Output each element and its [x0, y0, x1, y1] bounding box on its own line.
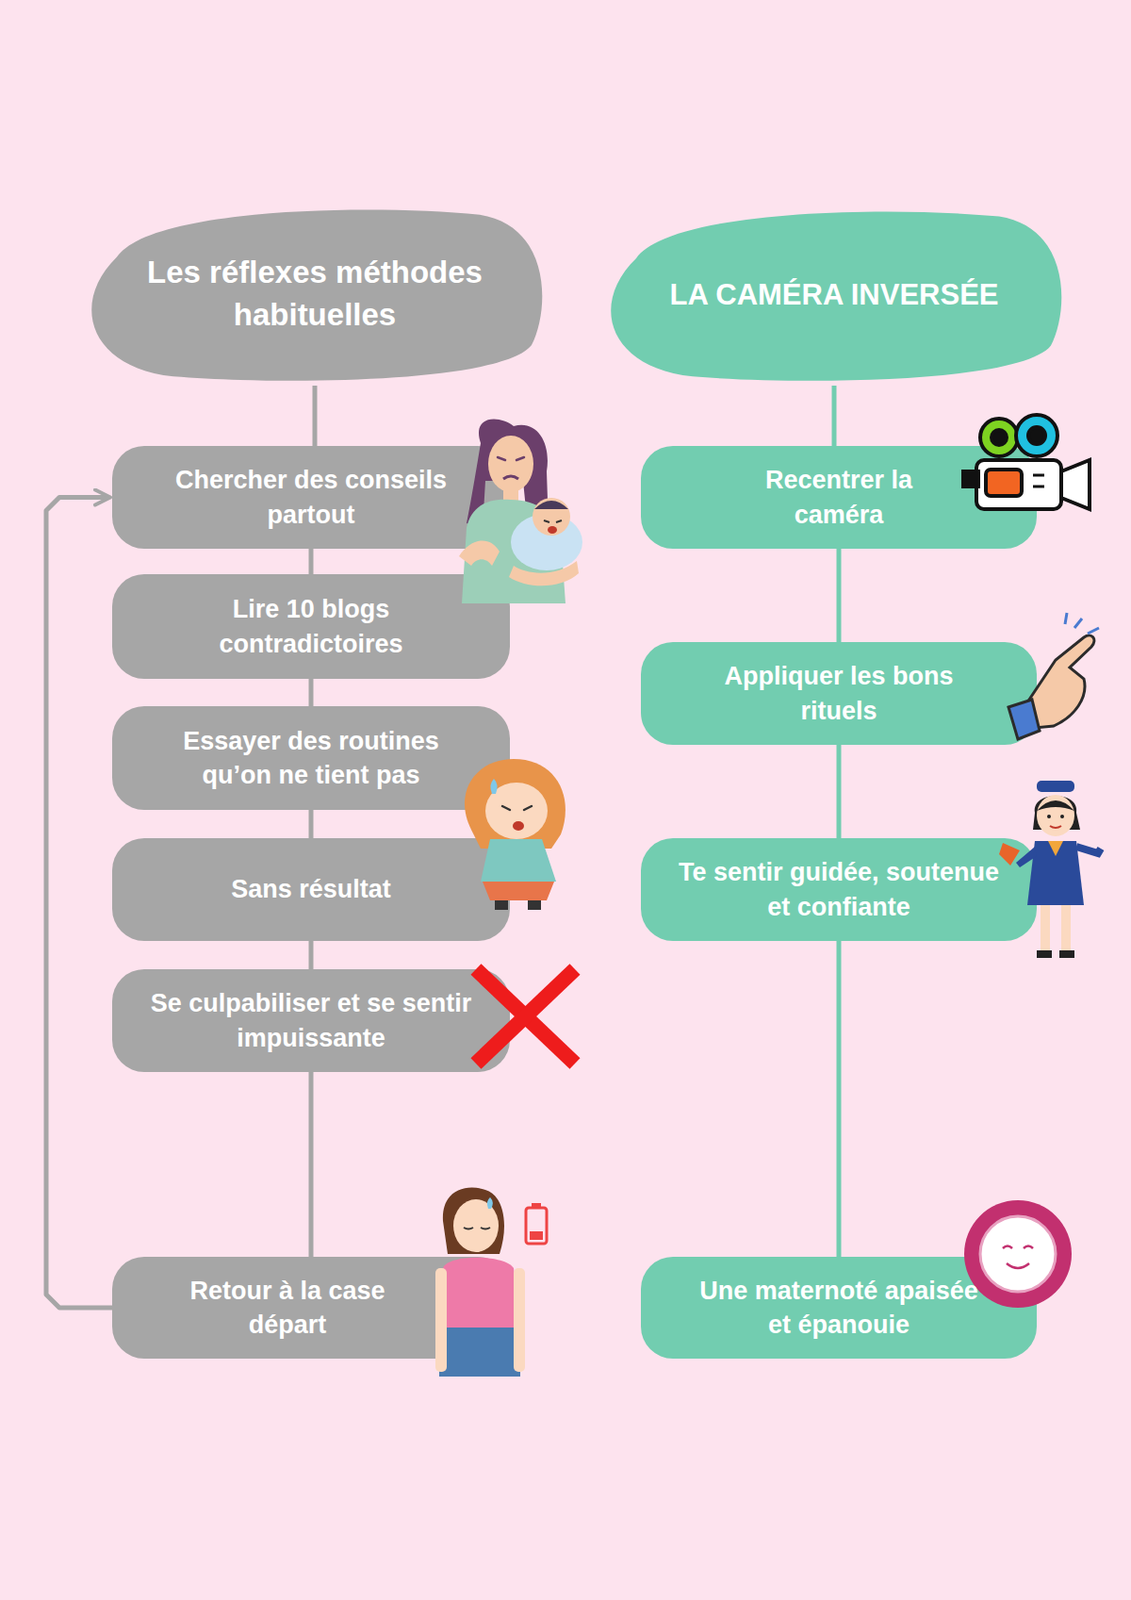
- camera-icon: [963, 414, 1090, 509]
- node-text: Sans résultat: [148, 871, 475, 906]
- column-heading: Les réflexes méthodes habituelles: [79, 201, 551, 386]
- node-text: Te sentir guidée, soutenue et confiante: [676, 854, 1002, 924]
- node-text: Chercher des conseils partout: [169, 462, 453, 532]
- node-text: Les réflexes méthodes habituelles: [112, 251, 518, 336]
- connector: [46, 497, 113, 1309]
- step-box: Retour à la case départ: [112, 1256, 510, 1359]
- blob-outline: [79, 201, 551, 386]
- connector: [309, 678, 314, 706]
- step-box: Se culpabiliser et se sentir impuissante: [112, 968, 510, 1072]
- tired-girl-figure: [464, 758, 566, 910]
- guide-figure: [999, 780, 1101, 958]
- connector: [309, 1071, 314, 1257]
- step-box: Chercher des conseils partout: [112, 445, 510, 549]
- mother-figure: [458, 419, 583, 604]
- step-box: Une maternoté apaisée et épanouie: [640, 1256, 1037, 1359]
- red-cross: [475, 968, 575, 1064]
- connector: [836, 744, 842, 838]
- blob-fill: [91, 210, 542, 381]
- connector: [309, 809, 314, 838]
- connector: [309, 940, 314, 969]
- step-box: Essayer des routines qu’on ne tient pas: [112, 705, 510, 810]
- connector: [836, 548, 842, 642]
- smiley-badge: [964, 1199, 1072, 1308]
- blob-fill: [610, 211, 1062, 380]
- connector: [832, 385, 837, 446]
- column-heading: LA CAMÉRA INVERSÉE: [598, 203, 1070, 386]
- exhausted-woman-figure: [435, 1187, 547, 1377]
- step-box: Te sentir guidée, soutenue et confiante: [640, 837, 1037, 941]
- node-text: Appliquer les bons rituels: [697, 658, 981, 728]
- node-text: Une maternoté apaisée et épanouie: [688, 1273, 990, 1343]
- node-text: Essayer des routines qu’on ne tient pas: [148, 723, 475, 793]
- node-text: Lire 10 blogs contradictoires: [169, 591, 453, 661]
- node-text: Se culpabiliser et se sentir impuissante: [148, 985, 475, 1055]
- node-text: Recentrer la caméra: [730, 462, 948, 532]
- node-text: Retour à la case départ: [164, 1273, 410, 1343]
- step-box: Recentrer la caméra: [640, 445, 1037, 549]
- hand-icon: [1008, 612, 1099, 739]
- step-box: Sans résultat: [112, 837, 510, 941]
- node-text: LA CAMÉRA INVERSÉE: [622, 275, 1047, 315]
- step-box: Appliquer les bons rituels: [640, 641, 1037, 745]
- connector: [836, 940, 842, 1257]
- connector: [309, 548, 314, 574]
- step-box: Lire 10 blogs contradictoires: [112, 573, 510, 679]
- connector: [312, 385, 318, 446]
